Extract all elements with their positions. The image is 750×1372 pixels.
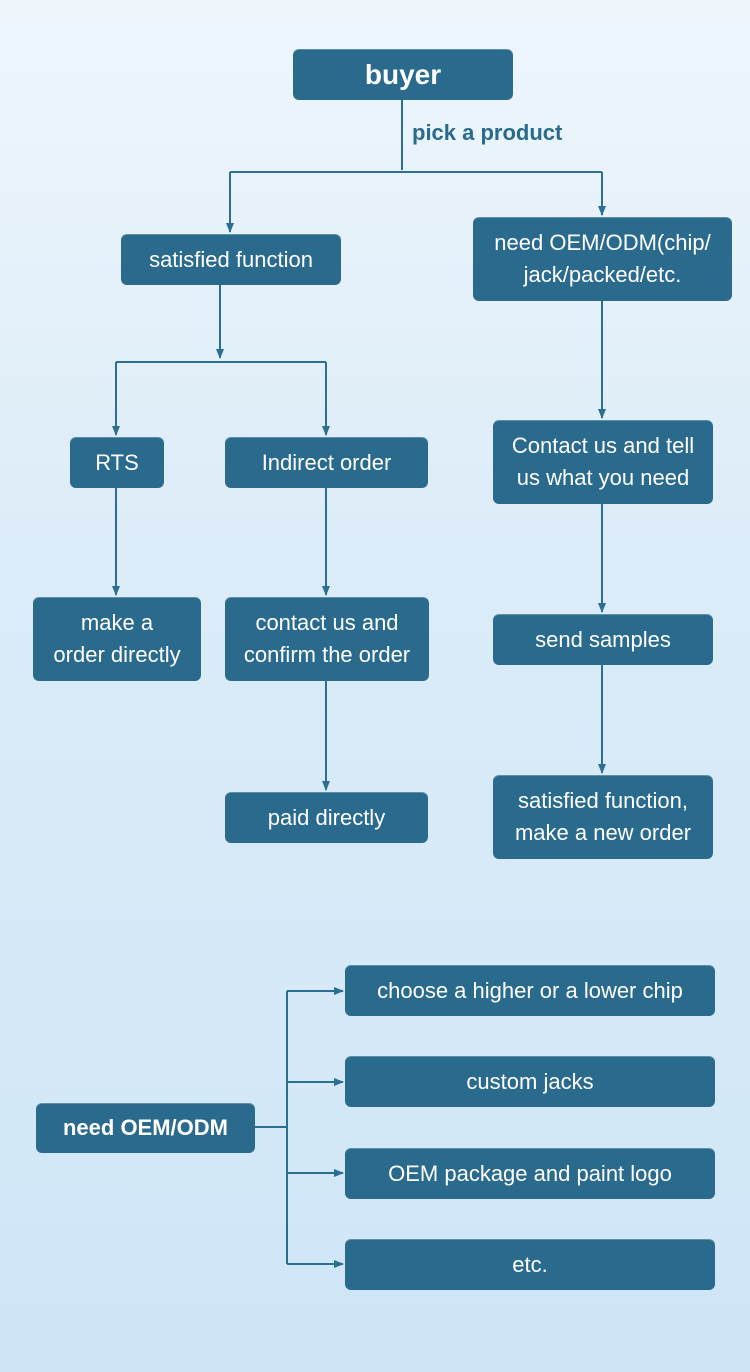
node-need-oem-odm-chip: need OEM/ODM(chip/ jack/packed/etc.	[473, 217, 732, 301]
node-oem-package: OEM package and paint logo	[345, 1148, 715, 1199]
node-custom-jacks: custom jacks	[345, 1056, 715, 1107]
node-make-order-directly: make a order directly	[33, 597, 201, 681]
edge-label-pick-product: pick a product	[412, 120, 563, 145]
node-rts: RTS	[70, 437, 164, 488]
node-buyer: buyer	[293, 49, 513, 100]
node-choose-chip: choose a higher or a lower chip	[345, 965, 715, 1016]
node-contact-confirm: contact us and confirm the order	[225, 597, 429, 681]
node-contact-tell: Contact us and tell us what you need	[493, 420, 713, 504]
node-need-oem-odm: need OEM/ODM	[36, 1103, 255, 1153]
node-send-samples: send samples	[493, 614, 713, 665]
node-satisfied-function: satisfied function	[121, 234, 341, 285]
node-paid-directly: paid directly	[225, 792, 428, 843]
node-satisfied-new-order: satisfied function, make a new order	[493, 775, 713, 859]
node-etc: etc.	[345, 1239, 715, 1290]
node-indirect-order: Indirect order	[225, 437, 428, 488]
